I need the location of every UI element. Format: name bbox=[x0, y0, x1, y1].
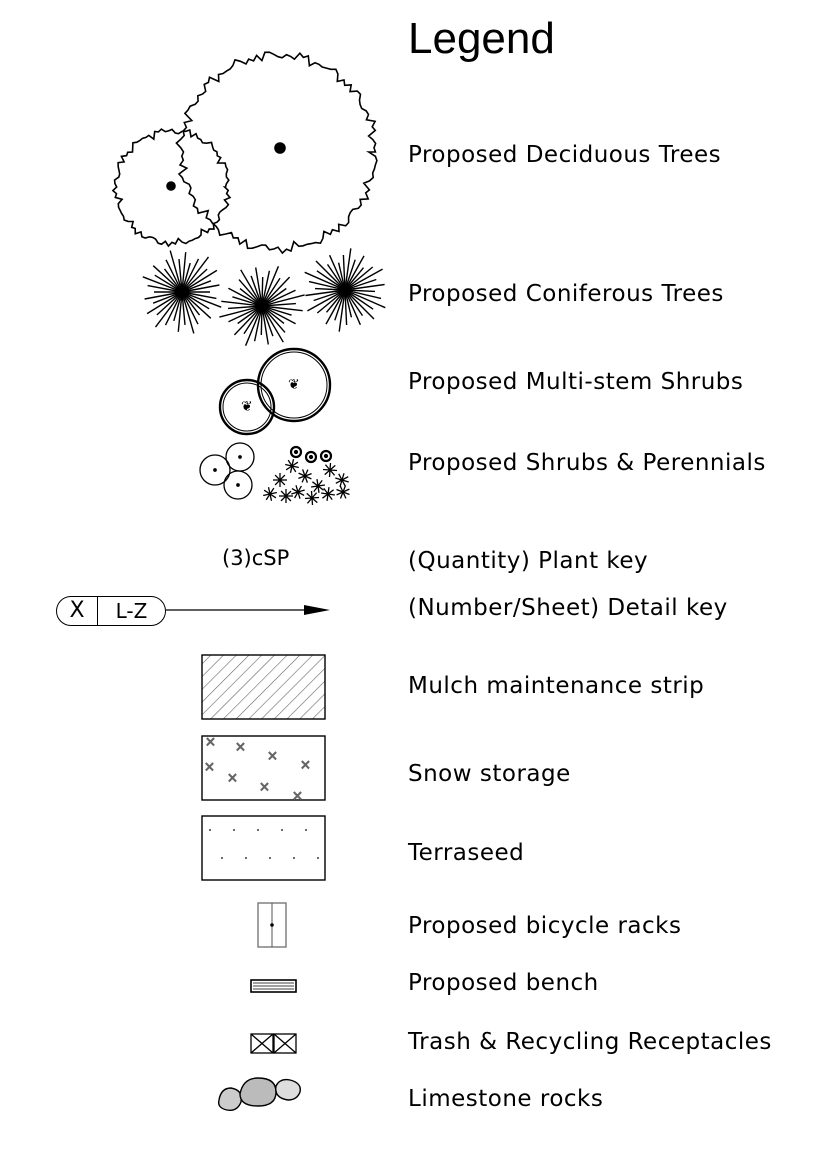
multi-stem-shrub-icon: ❦ ❦ bbox=[218, 347, 332, 436]
receptacle-icon bbox=[250, 1033, 297, 1054]
svg-text:×: × bbox=[205, 735, 216, 750]
legend-title: Legend bbox=[408, 14, 555, 63]
label-detail-key: (Number/Sheet) Detail key bbox=[408, 595, 728, 621]
svg-text:×: × bbox=[204, 760, 215, 775]
label-limestone-rocks: Limestone rocks bbox=[408, 1086, 604, 1112]
bicycle-rack-icon bbox=[257, 902, 287, 948]
svg-text:×: × bbox=[259, 780, 270, 795]
detail-key-symbol: X L-Z bbox=[56, 596, 166, 626]
label-multi-stem-shrubs: Proposed Multi-stem Shrubs bbox=[408, 369, 744, 395]
plant-key-symbol: (3)cSP bbox=[222, 546, 290, 570]
shrubs-perennials-icon bbox=[199, 442, 350, 506]
detail-key-pill: X L-Z bbox=[56, 596, 166, 626]
snow-storage-icon: × × × × × × × × bbox=[201, 735, 326, 805]
label-receptacles: Trash & Recycling Receptacles bbox=[408, 1029, 772, 1055]
label-bicycle-racks: Proposed bicycle racks bbox=[408, 913, 682, 939]
label-terraseed: Terraseed bbox=[408, 840, 525, 866]
limestone-rock-icon bbox=[217, 1077, 301, 1112]
mulch-hatch-icon bbox=[201, 654, 326, 720]
detail-key-sheet: L-Z bbox=[115, 599, 148, 623]
label-coniferous-trees: Proposed Coniferous Trees bbox=[408, 281, 724, 307]
bench-icon bbox=[250, 979, 297, 993]
deciduous-tree-icon bbox=[111, 51, 378, 255]
svg-text:❦: ❦ bbox=[288, 377, 300, 393]
label-mulch-strip: Mulch maintenance strip bbox=[408, 673, 705, 699]
coniferous-tree-icon bbox=[142, 248, 386, 346]
label-shrubs-perennials: Proposed Shrubs & Perennials bbox=[408, 450, 766, 476]
svg-text:×: × bbox=[292, 789, 303, 804]
label-snow-storage: Snow storage bbox=[408, 761, 571, 787]
detail-key-number: X bbox=[57, 597, 98, 625]
svg-text:❦: ❦ bbox=[241, 399, 253, 415]
detail-key-arrow bbox=[166, 605, 330, 615]
svg-text:×: × bbox=[227, 771, 238, 786]
svg-text:×: × bbox=[235, 740, 246, 755]
terraseed-icon bbox=[201, 815, 326, 881]
label-plant-key: (Quantity) Plant key bbox=[408, 548, 649, 574]
svg-text:×: × bbox=[267, 749, 278, 764]
label-deciduous-trees: Proposed Deciduous Trees bbox=[408, 142, 722, 168]
svg-text:×: × bbox=[300, 758, 311, 773]
label-bench: Proposed bench bbox=[408, 970, 599, 996]
